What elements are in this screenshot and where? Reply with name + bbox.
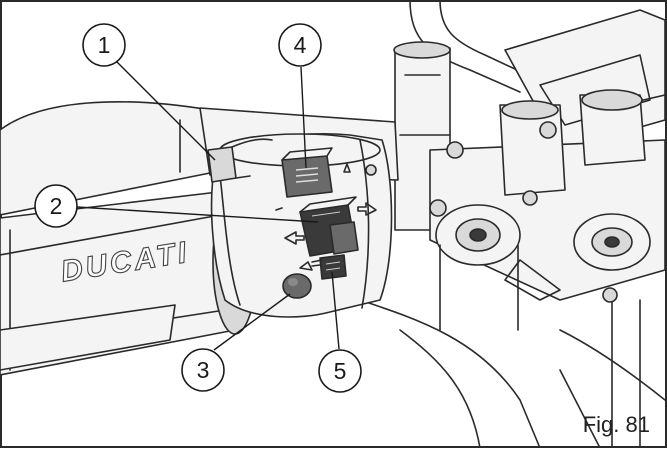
leader-line-1: [114, 59, 216, 161]
callout-5-label: 5: [334, 358, 347, 384]
background-parts: [359, 0, 666, 449]
leader-line-2: [76, 206, 319, 223]
leader-lines: [76, 59, 340, 351]
callout-3-label: 3: [197, 357, 210, 383]
turn-indicator-switch: [275, 196, 377, 257]
leader-line-4: [300, 66, 307, 169]
callout-3: 3: [181, 348, 225, 392]
callout-1: 1: [82, 23, 126, 67]
callout-2-label: 2: [50, 193, 63, 219]
round-button: [282, 259, 323, 299]
switch-housing: [210, 132, 393, 318]
rocker-switch: [281, 147, 351, 198]
callout-1-label: 1: [98, 32, 111, 58]
callout-4: 4: [278, 23, 322, 67]
leader-line-5: [331, 271, 340, 350]
callout-5: 5: [318, 349, 362, 393]
small-switch: [299, 254, 347, 280]
clutch-switch: [207, 138, 273, 183]
leader-line-3: [213, 293, 291, 351]
callout-4-label: 4: [294, 32, 307, 58]
figure-caption: Fig. 81: [583, 412, 650, 437]
callout-2: 2: [34, 184, 78, 228]
